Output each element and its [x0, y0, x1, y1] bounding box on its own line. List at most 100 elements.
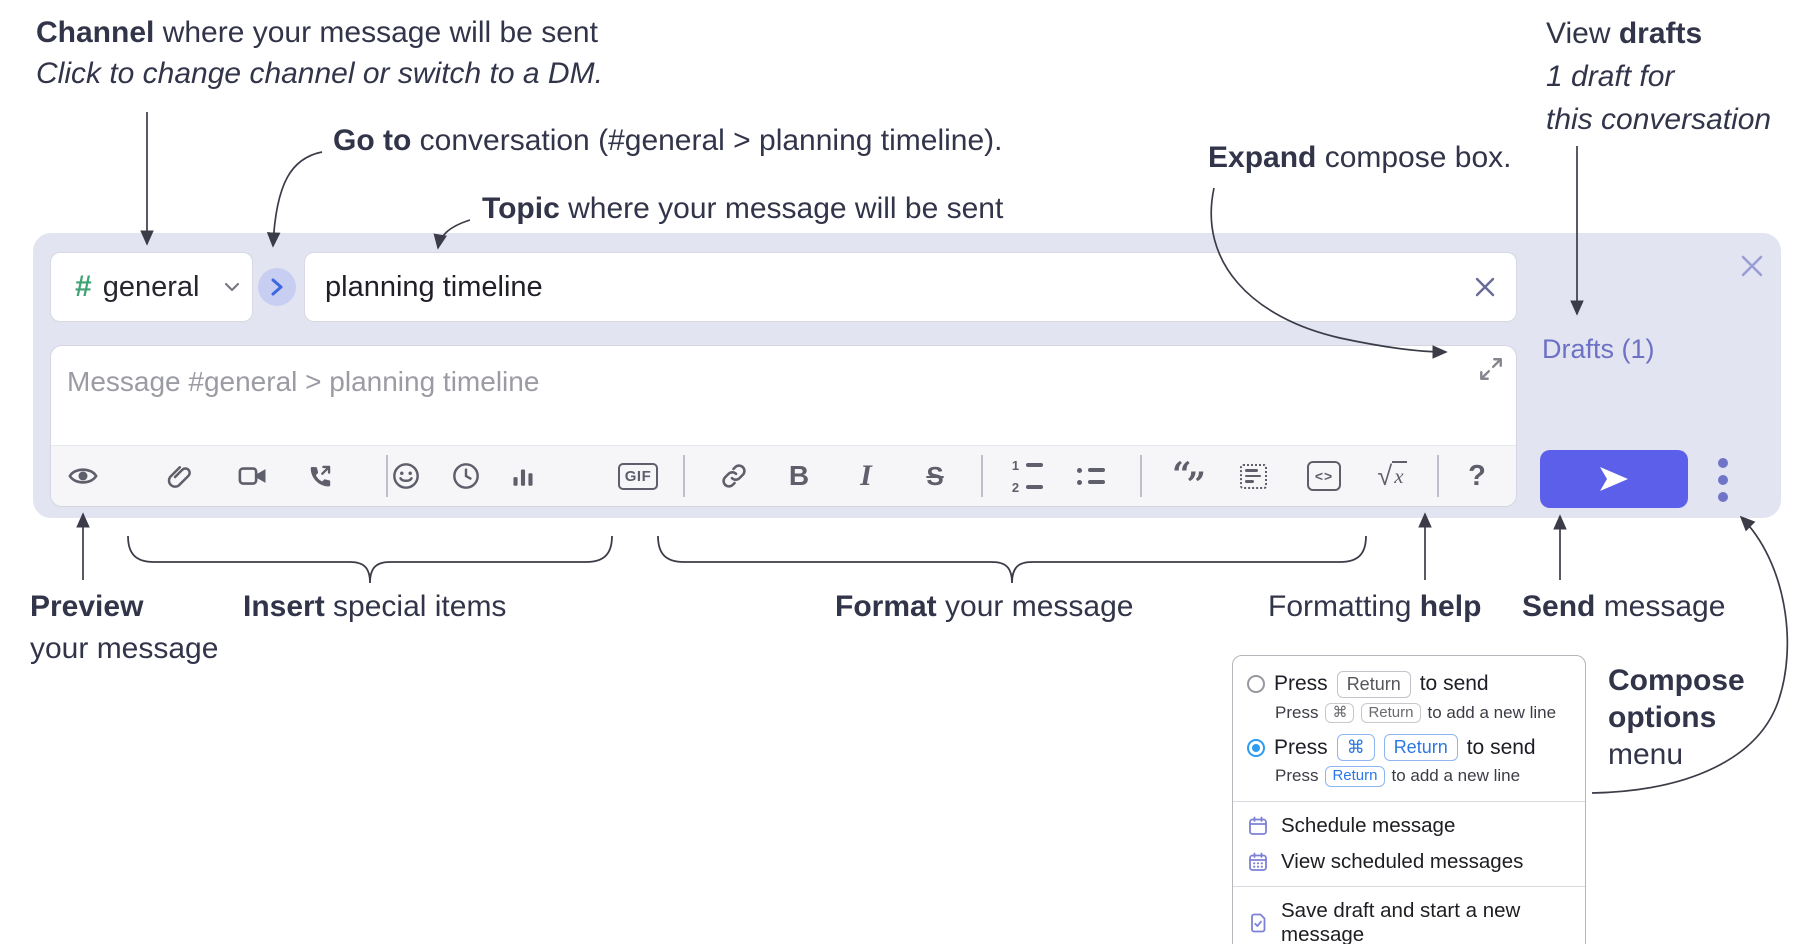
send-option-return[interactable]: Press Return to send: [1233, 668, 1585, 701]
drafts-link[interactable]: Drafts (1): [1542, 334, 1655, 364]
italic-button[interactable]: I: [844, 446, 888, 506]
strikethrough-icon: S: [926, 460, 944, 491]
annotation-channel: Channel where your message will be sent …: [36, 16, 603, 90]
bold-button[interactable]: B: [777, 446, 821, 506]
kebab-dot: [1718, 458, 1728, 468]
blockquote-icon: “ ”: [1172, 455, 1206, 505]
italic-icon: I: [860, 459, 872, 492]
link-icon: [722, 464, 746, 488]
bold-icon: B: [788, 460, 810, 491]
annotation-compose-options: Compose options menu: [1608, 664, 1745, 771]
topic-input[interactable]: [323, 269, 1460, 305]
topic-field[interactable]: [304, 252, 1517, 322]
gif-button[interactable]: GIF: [611, 446, 665, 506]
formula-button[interactable]: √x: [1368, 446, 1416, 506]
toolbar-divider: [1437, 455, 1439, 497]
save-draft-icon: [1247, 912, 1269, 934]
annotation-view-drafts: View drafts 1 draft for this conversatio…: [1546, 17, 1772, 136]
kbd-return: Return: [1325, 765, 1385, 787]
preview-button[interactable]: [61, 446, 105, 506]
annotation-send: Send message: [1522, 590, 1726, 623]
kbd-return: Return: [1383, 734, 1458, 761]
kbd-cmd: ⌘: [1325, 702, 1355, 724]
gif-icon: GIF: [617, 462, 659, 490]
annotation-expand: Expand compose box.: [1208, 141, 1512, 174]
phone-call-icon: [310, 465, 330, 486]
bar-chart-icon: [513, 469, 533, 486]
annotation-format: Format your message: [835, 590, 1134, 623]
code-block-button[interactable]: [1231, 446, 1275, 506]
inline-code-icon: <>: [1307, 461, 1341, 491]
annotation-goto: Go to conversation (#general > planning …: [333, 124, 1003, 157]
toolbar-divider: [981, 455, 983, 497]
radio-unselected-icon[interactable]: [1247, 675, 1265, 694]
close-icon: [1741, 255, 1763, 277]
emoji-button[interactable]: [384, 446, 428, 506]
inline-code-button[interactable]: <>: [1302, 446, 1346, 506]
brace-insert: [127, 535, 613, 584]
video-clip-button[interactable]: [231, 446, 275, 506]
chevron-right-icon: [271, 278, 283, 296]
toolbar-divider: [1140, 455, 1142, 497]
code-block-icon: [1239, 463, 1267, 489]
expand-compose-icon[interactable]: [1478, 356, 1504, 382]
clear-topic-icon[interactable]: [1472, 274, 1498, 300]
kbd-return: Return: [1336, 671, 1411, 698]
insert-link-button[interactable]: [712, 446, 756, 506]
message-compose-box[interactable]: GIF B I S 1 2: [50, 345, 1517, 507]
bulleted-list-icon: [1077, 467, 1105, 485]
kbd-cmd: ⌘: [1336, 734, 1375, 761]
compose-options-button[interactable]: [1708, 455, 1738, 505]
blockquote-button[interactable]: “ ”: [1167, 446, 1211, 506]
send-button[interactable]: [1540, 450, 1688, 508]
chevron-down-icon: [224, 282, 240, 292]
send-paper-plane-icon: [1600, 467, 1628, 491]
eye-icon: [68, 468, 98, 484]
annotation-preview: Preview your message: [30, 590, 219, 665]
close-compose-button[interactable]: [1736, 250, 1768, 282]
calendar-icon: [1247, 815, 1269, 837]
formula-icon: √x: [1377, 460, 1407, 492]
smiley-icon: [393, 463, 419, 489]
toolbar-divider: [683, 455, 685, 497]
popup-divider: [1233, 885, 1585, 887]
strikethrough-button[interactable]: S: [913, 446, 957, 506]
send-option-cmd-return-sub: Press Return to add a new line: [1275, 765, 1521, 787]
bulleted-list-button[interactable]: [1069, 446, 1113, 506]
kbd-return: Return: [1361, 702, 1421, 724]
clock-icon: [453, 463, 479, 489]
channel-selector-button[interactable]: # general: [50, 252, 253, 322]
menu-item-save-draft[interactable]: Save draft and start a new message: [1233, 893, 1585, 944]
calendar-grid-icon: [1247, 851, 1269, 873]
ordered-list-button[interactable]: 1 2: [1005, 446, 1049, 506]
connector-goto: [266, 151, 323, 248]
send-option-return-sub: Press ⌘ Return to add a new line: [1275, 702, 1557, 724]
menu-item-schedule-message[interactable]: Schedule message: [1233, 808, 1585, 844]
menu-item-view-scheduled[interactable]: View scheduled messages: [1233, 844, 1585, 880]
attach-button[interactable]: [157, 446, 201, 506]
help-icon: ?: [1468, 459, 1486, 492]
poll-button[interactable]: [501, 446, 545, 506]
channel-name: general: [102, 270, 200, 303]
ordered-list-icon: 1 2: [1011, 458, 1043, 495]
annotation-insert: Insert special items: [243, 590, 507, 623]
goto-conversation-button[interactable]: [258, 268, 296, 306]
popup-divider: [1233, 800, 1585, 802]
channel-hash-icon: #: [75, 270, 92, 303]
compose-toolbar: GIF B I S 1 2: [51, 445, 1516, 506]
annotation-topic: Topic where your message will be sent: [482, 192, 1004, 225]
toolbar-divider: [386, 455, 388, 497]
video-camera-icon: [238, 467, 266, 485]
send-option-cmd-return[interactable]: Press ⌘ Return to send: [1233, 731, 1585, 764]
schedule-button[interactable]: [444, 446, 488, 506]
kebab-dot: [1718, 475, 1728, 485]
brace-format: [657, 535, 1367, 584]
message-input[interactable]: [65, 356, 1456, 408]
audio-call-button[interactable]: [297, 446, 341, 506]
compose-options-popup: Press Return to send Press ⌘ Return to a…: [1232, 655, 1586, 944]
annotation-formatting-help: Formatting help: [1268, 590, 1482, 623]
formatting-help-button[interactable]: ?: [1455, 446, 1499, 506]
kebab-dot: [1718, 492, 1728, 502]
radio-selected-icon[interactable]: [1247, 738, 1265, 757]
